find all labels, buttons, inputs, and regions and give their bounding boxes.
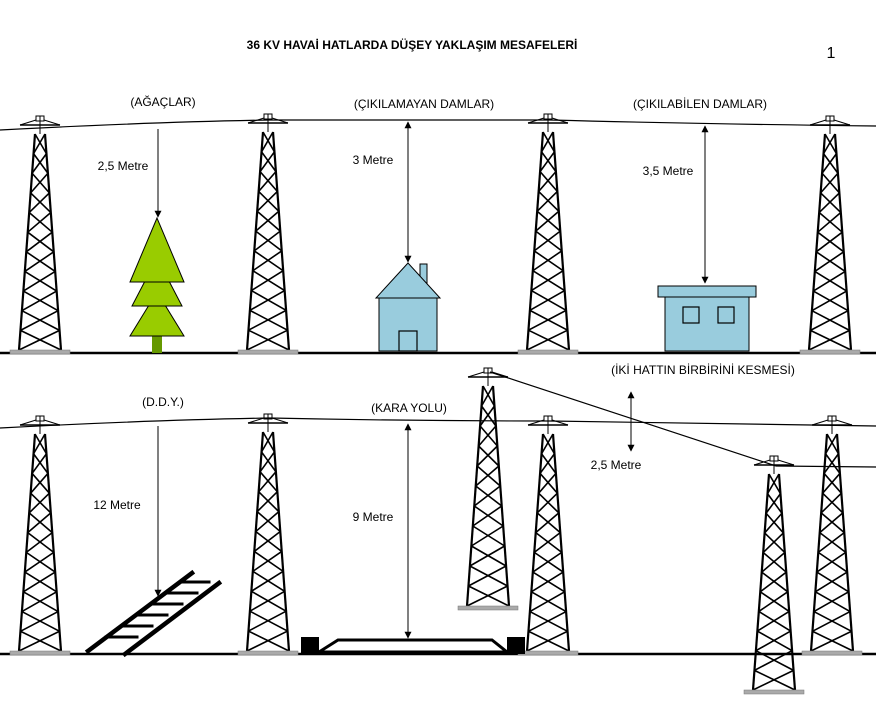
tower [517, 113, 579, 355]
distance-trees: 2,5 Metre [98, 159, 149, 173]
distance-non-climbable-roofs: 3 Metre [353, 153, 394, 167]
distance-line-crossing: 2,5 Metre [591, 458, 642, 472]
door [398, 330, 418, 352]
tower [457, 367, 519, 611]
tower [799, 115, 861, 355]
tower [517, 415, 579, 656]
distance-railway: 12 Metre [93, 498, 141, 512]
conductor-line-bottom [0, 417, 876, 429]
crossing-conductor [489, 371, 777, 467]
label-line-crossing: (İKİ HATTIN BİRBİRİNİ KESMESİ) [611, 363, 795, 377]
distance-highway: 9 Metre [353, 510, 394, 524]
label-railway: (D.D.Y.) [142, 395, 184, 409]
crossing-conductor-continuation [775, 465, 876, 468]
tower [743, 455, 805, 695]
tower [9, 415, 71, 656]
label-highway: (KARA YOLU) [371, 401, 447, 415]
house-icon [374, 262, 442, 352]
conductor-line-top [0, 119, 876, 131]
flat-roof-building-icon [657, 285, 757, 352]
label-non-climbable-roofs: (ÇIKILAMAYAN DAMLAR) [354, 97, 494, 111]
label-trees: (AĞAÇLAR) [130, 94, 195, 109]
tree-icon [129, 216, 185, 353]
tower [237, 413, 299, 656]
page-number: 1 [827, 45, 836, 62]
distance-climbable-roofs: 3,5 Metre [643, 164, 694, 178]
tower [9, 115, 71, 355]
window [717, 306, 735, 324]
tree-trunk [152, 330, 162, 353]
window [682, 306, 700, 324]
label-climbable-roofs: (ÇIKILABİLEN DAMLAR) [633, 97, 767, 111]
tower [237, 113, 299, 355]
page-title: 36 KV HAVAİ HATLARDA DÜŞEY YAKLAŞIM MESA… [247, 37, 578, 52]
tower [801, 415, 863, 656]
railway-track-icon [84, 569, 223, 658]
highway-road-icon [301, 637, 525, 654]
